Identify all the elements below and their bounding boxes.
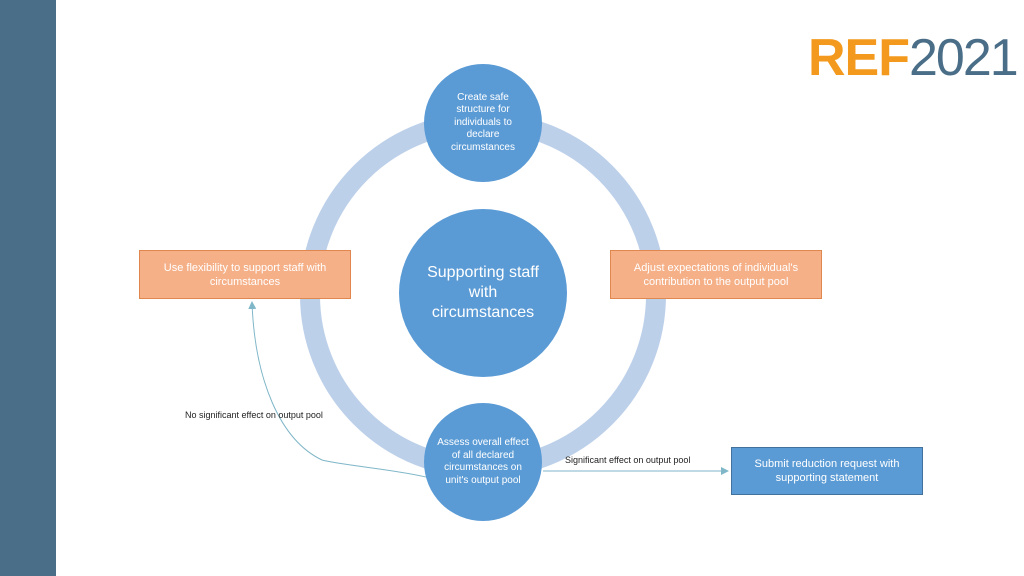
logo-ref-text: REF: [808, 29, 910, 87]
ref2021-logo: REF2021: [808, 29, 1019, 87]
node-bottom-label: Assess overall effect of all declared ci…: [437, 437, 529, 486]
center-label: Supporting staff with circumstances: [427, 264, 539, 321]
arrow-no-significant-effect: [248, 301, 431, 479]
node-create-safe-structure: [424, 64, 542, 182]
node-supporting-staff: [399, 209, 567, 377]
label-no-significant-effect: No significant effect on output pool: [185, 410, 323, 420]
label-significant-effect: Significant effect on output pool: [565, 455, 691, 465]
node-top-label: Create safe structure for individuals to…: [451, 91, 515, 153]
logo-year-text: 2021: [909, 29, 1019, 87]
box-submit-reduction-request: Submit reduction request with supporting…: [731, 447, 923, 495]
box-adjust-expectations: Adjust expectations of individual's cont…: [610, 250, 822, 299]
box-use-flexibility: Use flexibility to support staff with ci…: [139, 250, 351, 299]
sidebar-strip: [0, 0, 56, 576]
node-assess-overall-effect: [424, 403, 542, 521]
